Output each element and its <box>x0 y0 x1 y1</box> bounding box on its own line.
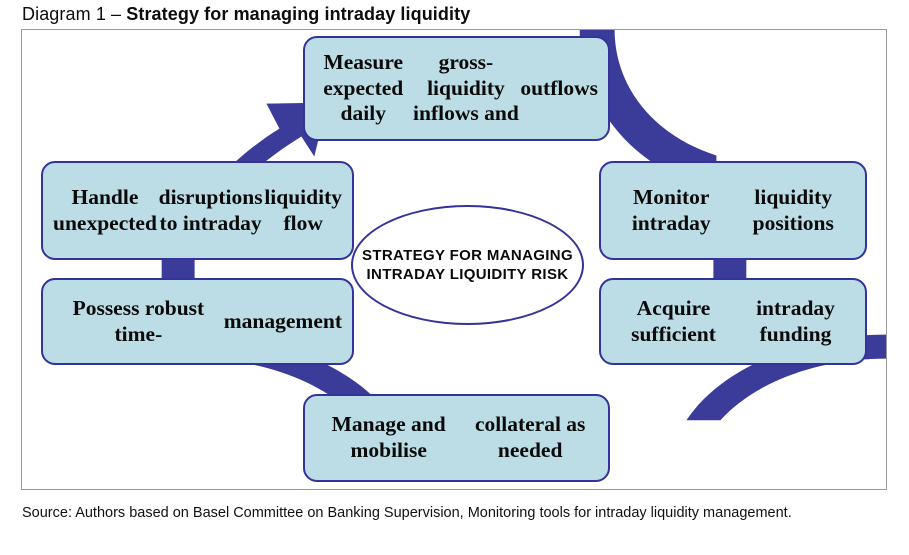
diagram-frame: Measure expected daily gross-liquidity i… <box>21 29 887 490</box>
node-line: Possess robust time- <box>72 295 205 346</box>
node-line: Handle unexpected <box>53 184 157 235</box>
node-line: Acquire sufficient <box>631 295 716 346</box>
node-line: Measure expected daily <box>323 49 404 126</box>
node-measure-expected-daily-flows[interactable]: Measure expected daily gross-liquidity i… <box>303 36 610 141</box>
node-line: intraday funding <box>756 295 835 346</box>
node-line: management <box>223 308 342 333</box>
node-manage-and-mobilise-collateral[interactable]: Manage and mobilise collateral as needed <box>303 394 610 482</box>
hub-line: INTRADAY <box>366 266 446 283</box>
node-monitor-intraday-liquidity-positions[interactable]: Monitor intraday liquidity positions <box>599 161 867 260</box>
node-line: collateral as needed <box>474 412 586 462</box>
node-line: outflows <box>520 75 598 100</box>
hub-line: LIQUIDITY RISK <box>449 266 569 283</box>
node-acquire-sufficient-intraday-funding[interactable]: Acquire sufficient intraday funding <box>599 278 867 365</box>
hub-line: MANAGING <box>486 246 573 264</box>
diagram-canvas: Measure expected daily gross-liquidity i… <box>22 30 886 489</box>
node-line: liquidity flow <box>264 184 342 235</box>
connector-top-to-right-upper-icon <box>579 30 717 190</box>
page-title: Diagram 1 – Strategy for managing intrad… <box>22 4 470 25</box>
hub-ellipse[interactable]: STRATEGY FOR MANAGING INTRADAY LIQUIDITY… <box>351 205 584 325</box>
node-line: Monitor intraday <box>631 184 711 235</box>
node-handle-unexpected-disruptions[interactable]: Handle unexpected disruptions to intrada… <box>41 161 354 260</box>
hub-label: STRATEGY FOR MANAGING INTRADAY LIQUIDITY… <box>353 246 582 285</box>
source-note: Source: Authors based on Basel Committee… <box>22 505 792 521</box>
node-line: Manage and mobilise <box>331 412 446 462</box>
caption-title: Strategy for managing intraday liquidity <box>126 4 471 24</box>
node-possess-robust-time-management[interactable]: Possess robust time- management <box>41 278 354 365</box>
node-line: gross-liquidity inflows and <box>413 49 519 126</box>
caption-lead: Diagram 1 – <box>22 4 127 24</box>
node-line: disruptions to intraday <box>158 184 263 235</box>
hub-line: STRATEGY FOR <box>362 246 483 264</box>
node-line: liquidity positions <box>752 184 834 235</box>
